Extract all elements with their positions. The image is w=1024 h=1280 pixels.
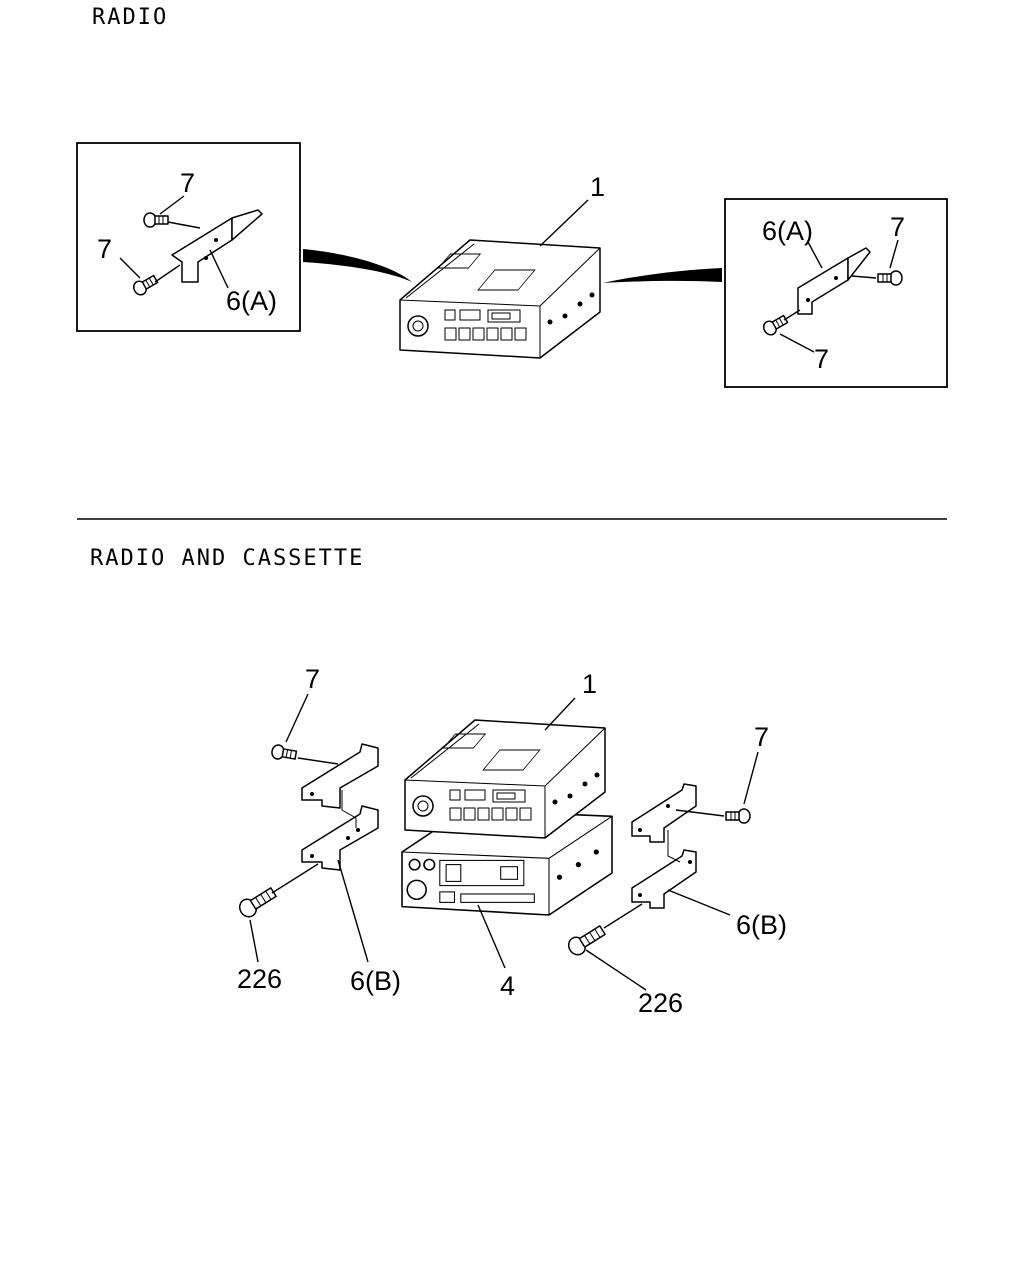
callout-7-left-upper: 7: [180, 168, 195, 198]
bolt-226-left: [235, 883, 279, 921]
bolt-7-right-lower: [760, 312, 790, 338]
left-inset-detail: 7 7 6(A): [76, 142, 301, 332]
bracket-6b-right: [631, 783, 697, 909]
bracket-6a-right: [797, 247, 871, 315]
bracket-6b-left: [301, 743, 379, 871]
callout-6a-right: 6(A): [762, 216, 813, 246]
connector-sweep-left: [303, 249, 412, 282]
callout-7-right-lower: 7: [814, 344, 829, 374]
bolt-7-right-stacked: [725, 808, 751, 824]
bolt-226-right: [564, 921, 608, 959]
callout-7-left-lower: 7: [97, 234, 112, 264]
radio-unit-1: [399, 239, 601, 359]
bolt-7-left-upper: [143, 212, 169, 228]
callout-226-left: 226: [237, 964, 282, 994]
callout-6b-left: 6(B): [350, 966, 401, 996]
callout-226-right: 226: [638, 988, 683, 1018]
callout-7-left-stacked: 7: [305, 664, 320, 694]
callout-1-radio: 1: [590, 172, 605, 202]
callout-6b-right: 6(B): [736, 910, 787, 940]
bolt-7-right-upper: [877, 270, 903, 286]
bolt-7-left-lower: [130, 272, 160, 298]
section-title-radio-and-cassette: RADIO AND CASSETTE: [90, 546, 364, 571]
right-inset-detail: 6(A) 7 7: [724, 198, 948, 388]
callout-7-right-stacked: 7: [754, 722, 769, 752]
bolt-7-left-stacked: [270, 743, 298, 763]
callout-6a-left: 6(A): [226, 286, 277, 316]
section-title-radio: RADIO: [92, 5, 168, 30]
connector-sweep-right: [603, 268, 722, 283]
callout-1-stacked-radio: 1: [582, 669, 597, 699]
bracket-6a-left: [171, 209, 263, 283]
callout-4-cassette: 4: [500, 971, 515, 1001]
callout-7-right-upper: 7: [890, 212, 905, 242]
